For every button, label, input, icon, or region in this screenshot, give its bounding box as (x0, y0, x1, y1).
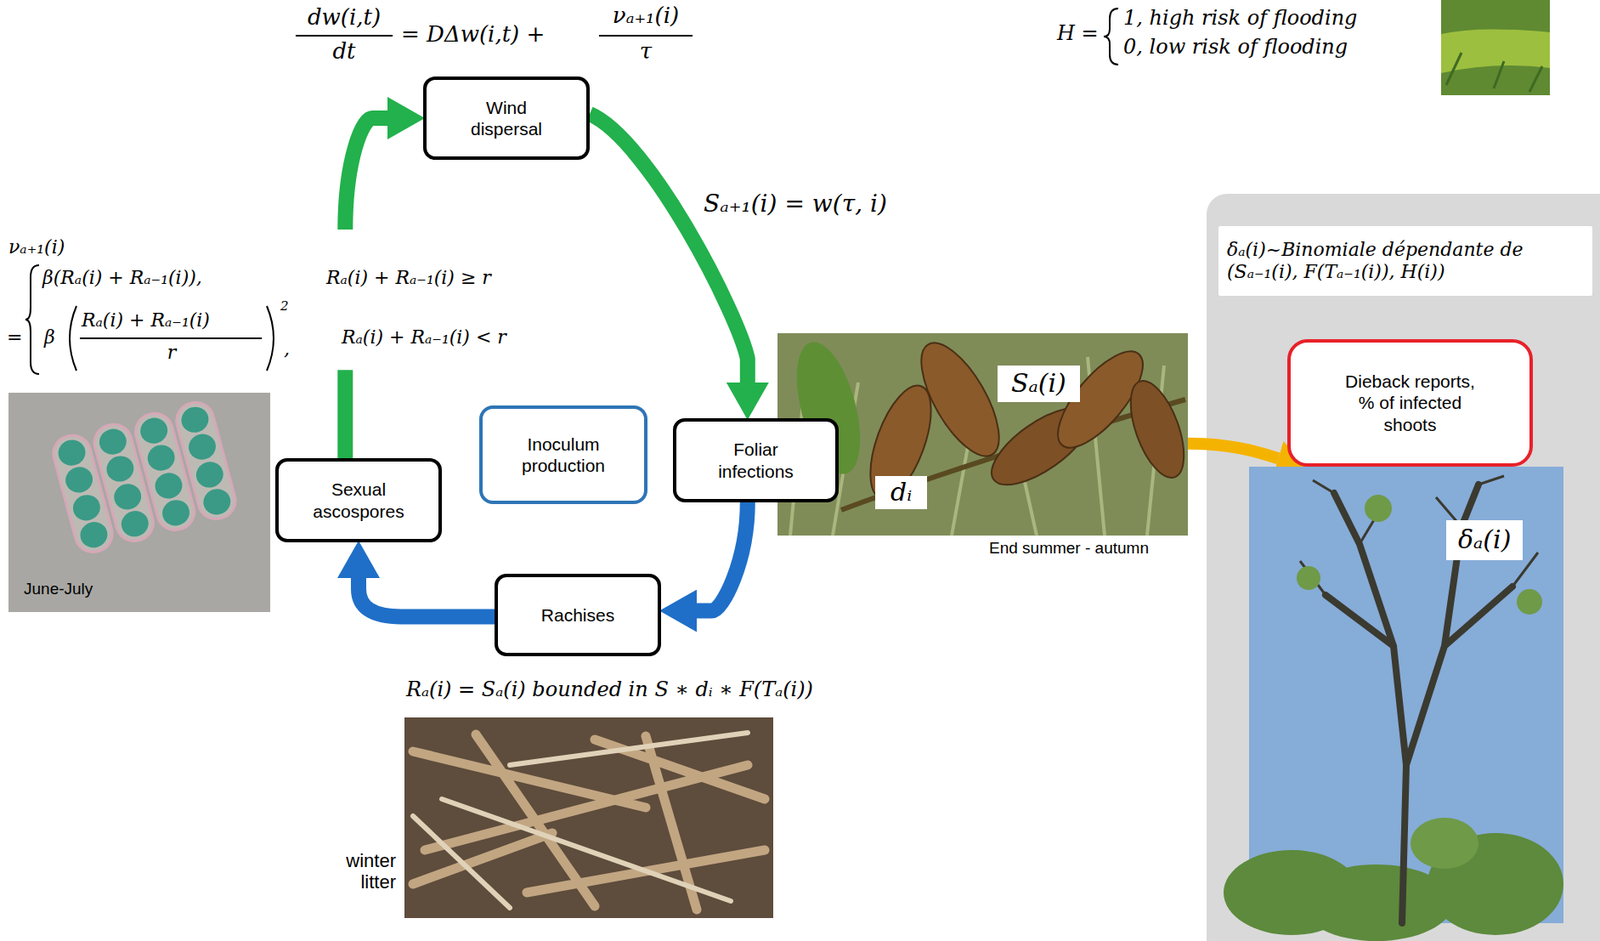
equation-text: νₐ₊₁(i) (8, 236, 65, 258)
node-text: Wind dispersal (451, 96, 562, 140)
equation-text: , (283, 338, 290, 360)
foliage (1364, 494, 1392, 522)
ascospore (55, 436, 89, 469)
tree-twigs (1300, 475, 1538, 595)
node-text: Inoculum production (508, 433, 619, 476)
equation-text: H = (1057, 22, 1099, 46)
process-box: Rachises (494, 573, 662, 656)
equation-text: dw(i,t) (307, 5, 381, 31)
pond-photo (1441, 0, 1550, 96)
foliage (1410, 817, 1479, 869)
ascospore-photo (8, 392, 271, 612)
equation-text: 2 (280, 299, 289, 314)
parenthesis (69, 305, 77, 371)
node-text: δₐ(i)~Binomiale dépendante de (Sₐ₋₁(i), … (1226, 238, 1584, 284)
fraction-bar (295, 34, 393, 37)
ascospore (70, 491, 104, 524)
foliage (1516, 588, 1543, 615)
process-box: Wind dispersal (423, 76, 590, 160)
equation-text: = DΔw(i,t) + (401, 22, 545, 48)
ascospore (159, 497, 193, 529)
equation-text: τ (639, 39, 652, 65)
photo-label: δₐ(i) (1446, 520, 1523, 560)
node-text: Dieback reports, % of infected shoots (1337, 370, 1484, 436)
equation-text: Rₐ(i) + Rₐ₋₁(i) ≥ r (326, 266, 492, 289)
rachis-sticks (412, 732, 748, 908)
equation-text: r (167, 341, 177, 363)
formula-box: δₐ(i)~Binomiale dépendante de (Sₐ₋₁(i), … (1218, 226, 1593, 296)
equation-text: νₐ₊₁(i) (612, 3, 679, 29)
ascospore (111, 480, 145, 513)
ascospore (186, 430, 220, 463)
brace (1103, 8, 1119, 65)
ascospore (96, 425, 131, 458)
ascospore (62, 463, 97, 496)
ascospore (144, 441, 178, 474)
parenthesis (266, 305, 274, 371)
photo-caption: winter litter (310, 849, 396, 894)
equation-text: dt (332, 39, 356, 65)
ascospore (118, 508, 152, 540)
grey-panel (1206, 193, 1600, 941)
equation-text: Rₐ(i) = Sₐ(i) bounded in S ∗ dᵢ ∗ F(Tₐ(i… (406, 678, 814, 702)
ascospore (200, 486, 234, 518)
equation-text: β (44, 326, 56, 348)
photo-caption: June-July (23, 579, 93, 599)
equation-text: = (6, 326, 23, 348)
fraction-bar (599, 34, 693, 37)
process-box: Foliar infections (672, 418, 839, 503)
brace (25, 265, 40, 374)
fraction-bar (79, 337, 262, 340)
foliage (1296, 565, 1321, 590)
photo-label: dᵢ (875, 475, 928, 509)
equation-text: 0, low risk of flooding (1123, 35, 1348, 60)
necrotic-leaflet (1119, 373, 1195, 485)
cycle-arrow (696, 502, 748, 611)
equation-text: Rₐ(i) + Rₐ₋₁(i) < r (341, 326, 507, 348)
equation-text: Sₐ₊₁(i) = w(τ, i) (703, 190, 888, 218)
equation-text: β(Rₐ(i) + Rₐ₋₁(i)), (42, 266, 203, 289)
ascospore (103, 452, 137, 485)
equation-text: 1, high risk of flooding (1123, 6, 1357, 31)
pond-water (1441, 28, 1550, 74)
rachis-sticks (412, 734, 765, 910)
photo-caption: End summer - autumn (989, 538, 1149, 558)
node-text: Foliar infections (701, 438, 812, 481)
report-box: Dieback reports, % of infected shoots (1287, 339, 1533, 467)
photo-label: Sₐ(i) (997, 365, 1080, 402)
equation-text: Rₐ(i) + Rₐ₋₁(i) (81, 309, 210, 331)
process-box: Inoculum production (479, 405, 648, 504)
asci-group (49, 398, 240, 556)
ascospore (152, 469, 186, 502)
litter-photo (404, 717, 774, 918)
ascospore (192, 458, 227, 491)
ascospore (137, 414, 171, 447)
process-box: Sexual ascospores (275, 457, 442, 543)
ascospore (178, 403, 212, 436)
pond-grass (1446, 52, 1543, 92)
node-text: Rachises (541, 604, 615, 626)
cycle-arrow (589, 113, 748, 383)
ascospore (77, 519, 111, 551)
cycle-arrow (358, 577, 495, 617)
node-text: Sexual ascospores (303, 478, 414, 521)
